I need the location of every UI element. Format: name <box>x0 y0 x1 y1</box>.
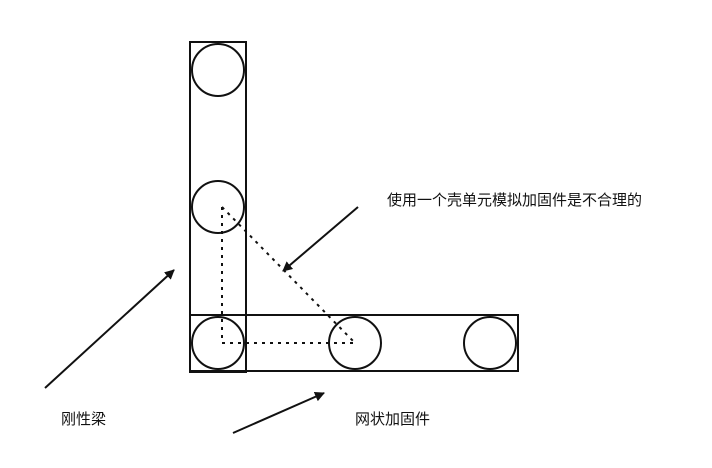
horizontal-stiffener-bar <box>189 314 519 372</box>
mesh-stiffener-label: 网状加固件 <box>355 410 431 428</box>
stiffener-structure <box>189 41 519 373</box>
annotation-arrows <box>44 206 359 434</box>
node-circle-mid <box>191 180 245 234</box>
rigid-beam-label: 刚性梁 <box>61 410 107 428</box>
arrow-rigid-beam <box>44 269 175 389</box>
arrow-shell-note <box>282 206 359 272</box>
vertical-stiffener-bar <box>189 41 247 373</box>
node-circle-horizontal-end <box>463 316 517 370</box>
node-circle-corner <box>191 316 245 370</box>
shell-element-note-label: 使用一个壳单元模拟加固件是不合理的 <box>387 191 643 209</box>
arrow-mesh-stiffener <box>232 392 325 434</box>
shell-element-dashed-outline <box>221 206 356 344</box>
node-circle-top <box>191 43 245 97</box>
